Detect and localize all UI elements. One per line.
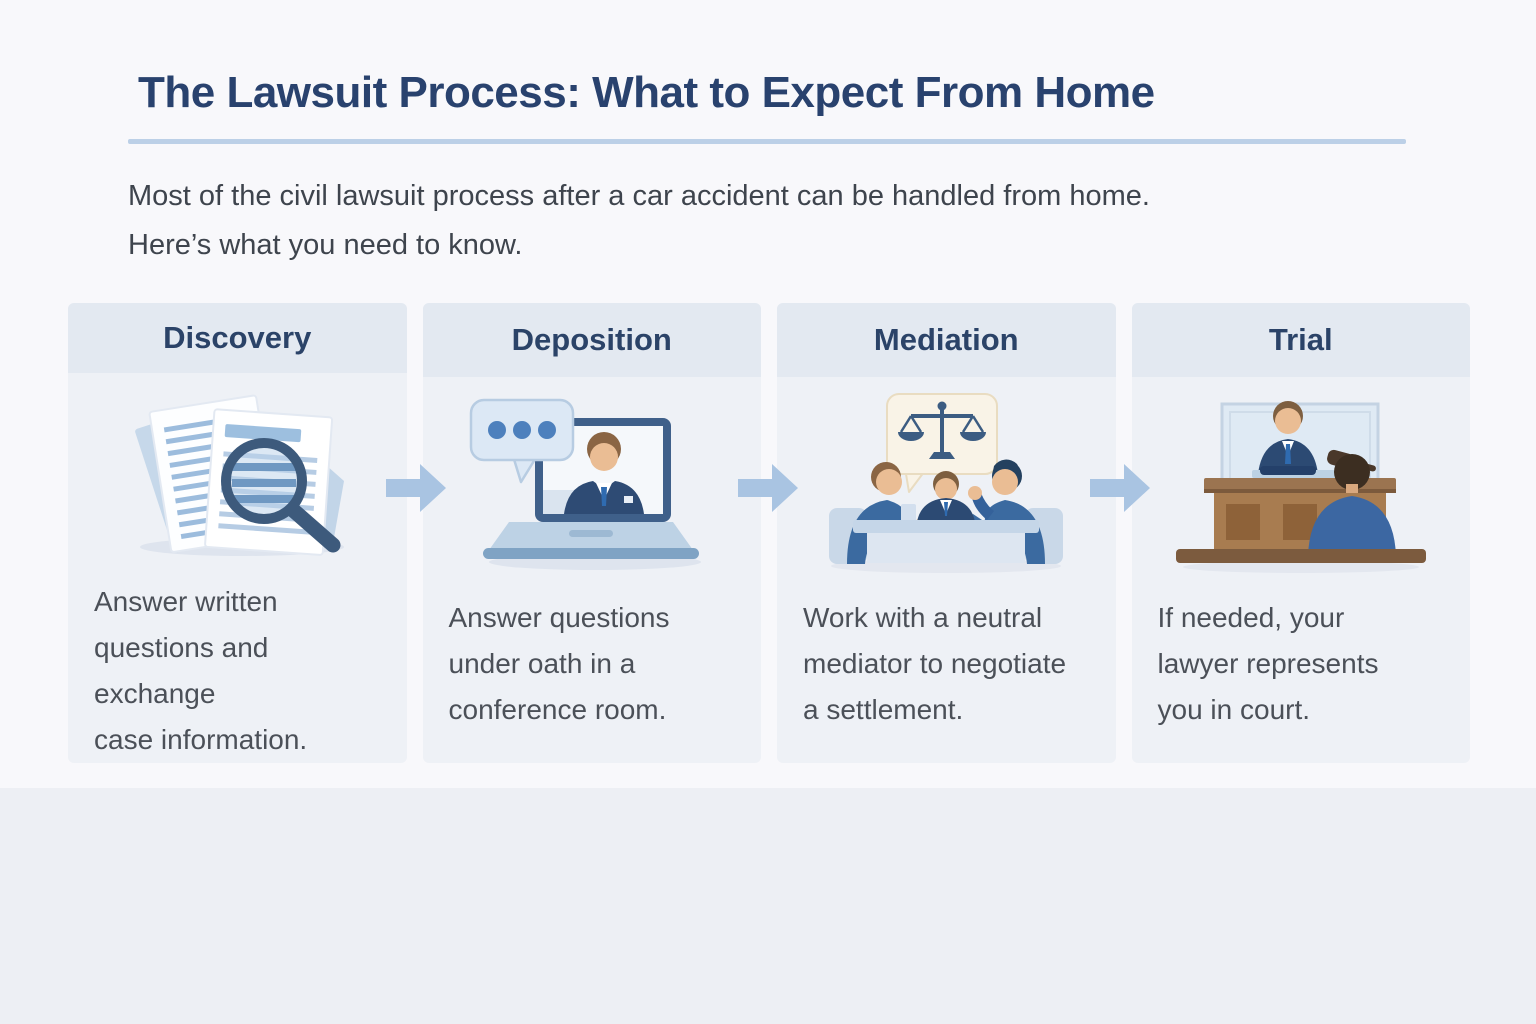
video-call-person <box>542 431 644 514</box>
judge-person <box>1257 400 1318 474</box>
lawyer-person <box>1307 453 1396 556</box>
footer-band <box>0 788 1536 1024</box>
title-underline <box>128 139 1406 144</box>
speech-bubble-icon <box>469 398 574 483</box>
right-arrow-icon <box>386 464 446 512</box>
step-title-mediation: Mediation <box>777 303 1116 377</box>
intro-text-line-2: Here’s what you need to know. <box>128 229 523 261</box>
mediation-meeting-icon <box>829 392 1064 573</box>
step-column-trial: Trial <box>1131 303 1471 763</box>
step-column-discovery: Discovery <box>68 303 407 763</box>
page-title: The Lawsuit Process: What to Expect From… <box>138 68 1155 117</box>
desc-line: Answer written <box>94 586 278 617</box>
desc-line: If needed, your <box>1157 602 1345 633</box>
desc-line: Answer questions <box>448 602 670 633</box>
cup <box>901 503 917 522</box>
trial-illustration <box>1132 383 1471 585</box>
desc-line: lawyer represents <box>1157 648 1379 679</box>
step-title-discovery: Discovery <box>68 303 407 373</box>
discovery-illustration <box>68 379 407 569</box>
step-description-trial: If needed, your lawyer represents you in… <box>1132 585 1471 733</box>
step-description-discovery: Answer written questions and exchange ca… <box>68 569 407 763</box>
documents-magnifier-icon <box>135 394 345 557</box>
desc-line: you in court. <box>1157 694 1311 725</box>
desc-line: case information. <box>94 724 308 755</box>
step-column-deposition: Deposition <box>422 303 762 763</box>
table <box>853 519 1040 563</box>
desc-line: a settlement. <box>803 694 964 725</box>
intro-text-line-1: Most of the civil lawsuit process after … <box>128 180 1150 212</box>
scales-speech-bubble-icon <box>886 392 999 493</box>
step-column-mediation: Mediation <box>777 303 1116 763</box>
desc-line: questions and exchange <box>94 632 269 709</box>
laptop-video-call-icon <box>469 398 701 570</box>
desc-line: conference room. <box>448 694 667 725</box>
mediator-person <box>917 470 976 522</box>
process-steps-row: Discovery <box>68 303 1470 763</box>
courtroom-rail <box>1175 548 1426 563</box>
magnifier-icon <box>221 438 341 553</box>
step-title-deposition: Deposition <box>422 303 761 377</box>
step-description-mediation: Work with a neutral mediator to negotiat… <box>777 585 1116 733</box>
intro-text: Most of the civil lawsuit process after … <box>128 172 1428 270</box>
mediation-illustration <box>777 383 1116 585</box>
desc-line: under oath in a <box>448 648 636 679</box>
right-arrow-icon <box>1090 464 1150 512</box>
deposition-illustration <box>423 383 762 585</box>
right-arrow-icon <box>738 464 798 512</box>
desc-line: mediator to negotiate <box>803 648 1067 679</box>
desc-line: Work with a neutral <box>803 602 1043 633</box>
step-description-deposition: Answer questions under oath in a confere… <box>423 585 762 733</box>
courtroom-judge-icon <box>1175 400 1426 573</box>
scales-of-justice-icon <box>898 401 987 459</box>
step-title-trial: Trial <box>1131 303 1470 377</box>
